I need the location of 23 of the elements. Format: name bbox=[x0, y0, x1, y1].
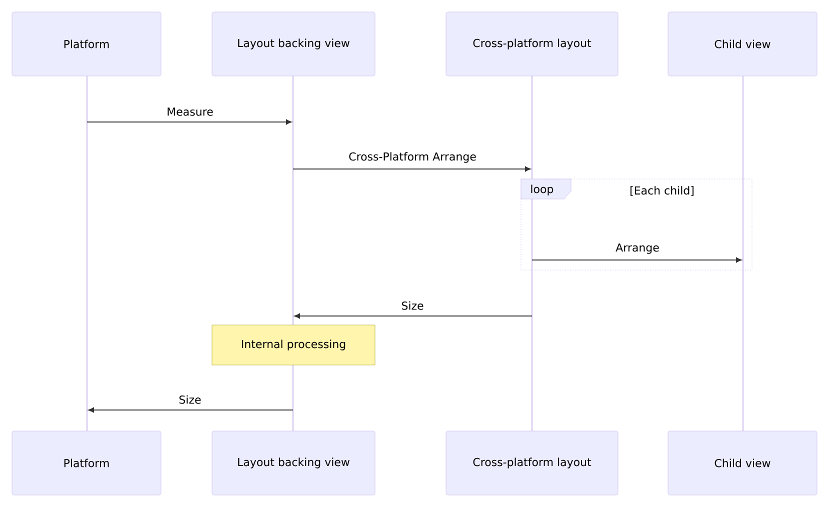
edge-label: Size bbox=[402, 301, 424, 310]
edge-label: Measure bbox=[168, 108, 213, 116]
message-arrow bbox=[532, 257, 742, 263]
actor-box: Platform bbox=[12, 12, 162, 76]
actor-box: Cross-platform layout bbox=[446, 430, 618, 496]
actor-box: Child view bbox=[668, 430, 818, 496]
message-arrow bbox=[86, 119, 292, 125]
actor-box: Layout backing view bbox=[212, 430, 376, 496]
loop-condition: [Each child] bbox=[630, 186, 694, 196]
lifeline bbox=[86, 76, 88, 431]
loop-tab: loop bbox=[520, 178, 572, 200]
message-arrow bbox=[88, 407, 294, 413]
lifeline bbox=[742, 76, 744, 431]
edge-label: Arrange bbox=[616, 244, 659, 254]
actor-box: Layout backing view bbox=[212, 12, 376, 76]
actor-box: Cross-platform layout bbox=[446, 12, 618, 76]
message-arrow bbox=[294, 313, 532, 319]
actor-box: Platform bbox=[12, 430, 162, 496]
message-arrow bbox=[292, 166, 531, 172]
note-box: Internal processing bbox=[212, 324, 376, 366]
edge-label: Size bbox=[179, 395, 201, 404]
actor-box: Child view bbox=[668, 12, 818, 76]
edge-label: Cross-Platform Arrange bbox=[349, 152, 476, 163]
